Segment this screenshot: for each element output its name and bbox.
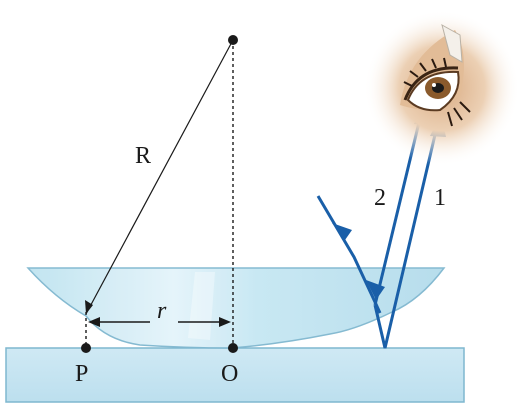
lens-highlight <box>188 272 215 340</box>
radius-line <box>85 39 234 315</box>
center-of-curvature-point <box>228 35 238 45</box>
ray-1-line <box>373 121 440 349</box>
glass-plate <box>5 347 465 403</box>
eye-icon <box>364 10 520 166</box>
radius-arrowhead <box>85 300 93 314</box>
incident-arrowhead-2 <box>366 280 385 300</box>
incident-arrowhead-1 <box>332 223 352 240</box>
r-arrowhead-left <box>88 317 100 327</box>
label-radius: R <box>135 143 151 169</box>
label-ray-1: 1 <box>434 185 446 211</box>
point-o <box>228 343 238 353</box>
label-ray-2: 2 <box>374 185 386 211</box>
label-distance: r <box>157 298 167 324</box>
label-point-o: O <box>221 361 238 387</box>
r-arrowhead-right <box>219 317 231 327</box>
point-p <box>81 343 91 353</box>
label-point-p: P <box>75 361 88 387</box>
